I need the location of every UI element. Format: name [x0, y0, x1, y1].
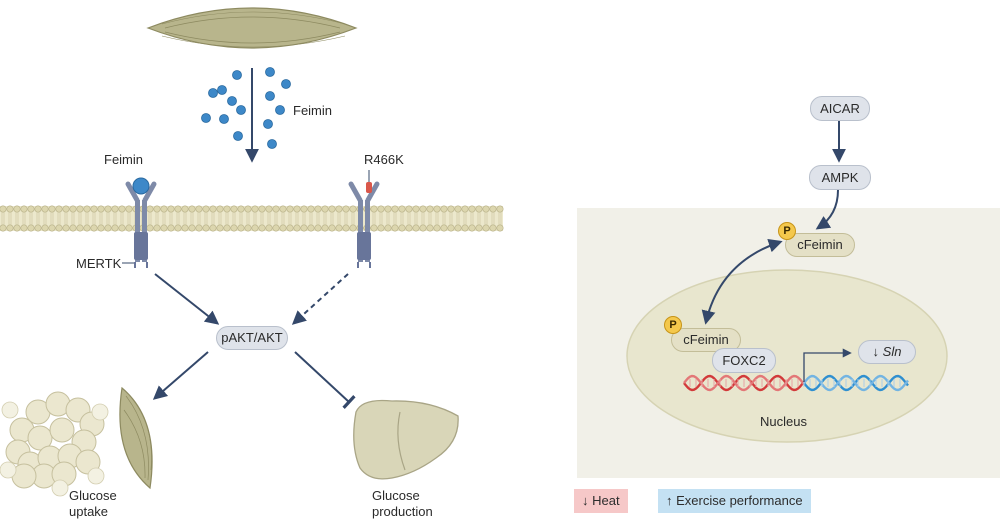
bound-feimin-ball: [132, 177, 150, 195]
nuclear-shuttle-arrow: [701, 238, 783, 325]
mertk-label: MERTK: [76, 256, 122, 271]
transcription-start-arrow: [803, 348, 852, 382]
akt-inhibits-production: [294, 351, 356, 409]
liver-icon: [353, 399, 459, 480]
mutant-to-akt-dashed-arrow: [291, 273, 349, 325]
phospho-badge-cytoplasm: P: [778, 222, 796, 240]
skeletal-muscle-icon: [119, 386, 153, 490]
aicar-node: AICAR: [810, 96, 870, 121]
mertk-to-akt-arrow: [154, 273, 220, 325]
ampk-node: AMPK: [809, 165, 871, 190]
dna-helix: [683, 374, 909, 392]
foxc2-node: FOXC2: [712, 348, 776, 373]
heat-outcome-tag: ↓ Heat: [574, 489, 628, 513]
adipocyte-cluster-icon: [0, 391, 109, 497]
feimin-secreted-label: Feimin: [293, 103, 333, 118]
muscle-fiber-icon: [146, 7, 358, 49]
sln-gene-label: Sln: [882, 344, 902, 359]
feimin-molecules: [201, 67, 291, 149]
sln-gene-node: ↓ Sln: [858, 340, 916, 364]
cfeimin-cytoplasm-node: cFeimin: [785, 233, 855, 257]
mertk-receptor: [125, 181, 157, 268]
mutant-receptor: [348, 181, 380, 268]
pakt-akt-node: pAKT/AKT: [216, 326, 288, 350]
r466k-label: R466K: [364, 152, 404, 167]
akt-to-uptake-arrow: [152, 351, 209, 400]
exercise-outcome-tag: ↑ Exercise performance: [658, 489, 811, 513]
down-arrow-icon: ↓: [872, 344, 880, 359]
ampk-to-cfeimin-arrow: [815, 189, 839, 230]
cell-membrane: [0, 205, 504, 232]
phospho-badge-nuclear: P: [664, 316, 682, 334]
mutation-site-marker: [366, 182, 372, 193]
nucleus-label: Nucleus: [760, 414, 807, 429]
feimin-receptor-label: Feimin: [104, 152, 144, 167]
